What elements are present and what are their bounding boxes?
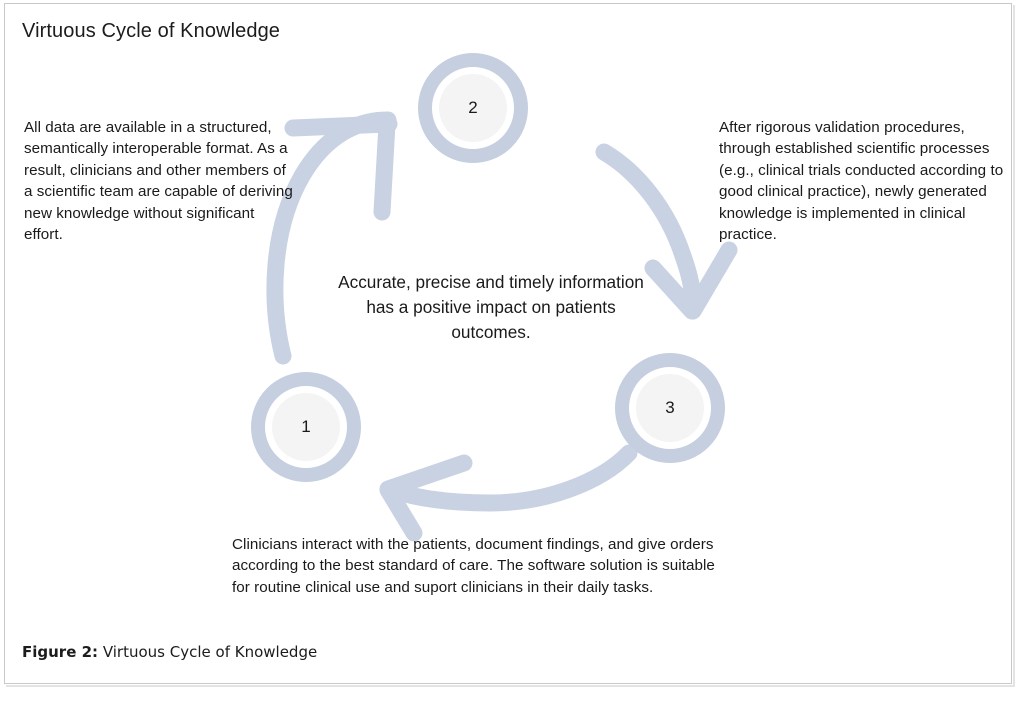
node-3-number: 3 xyxy=(665,398,675,417)
figure-caption: Figure 2: Virtuous Cycle of Knowledge xyxy=(22,642,317,662)
figure-caption-label: Figure 2: xyxy=(22,643,99,661)
description-right: After rigorous validation procedures, th… xyxy=(719,119,1004,244)
description-bottom: Clinicians interact with the patients, d… xyxy=(232,536,715,596)
diagram-title: Virtuous Cycle of Knowledge xyxy=(22,20,281,42)
description-left: All data are available in a structured, … xyxy=(24,119,293,244)
node-2-number: 2 xyxy=(468,98,478,117)
center-statement: Accurate, precise and timely information… xyxy=(338,272,644,342)
figure-caption-text: Virtuous Cycle of Knowledge xyxy=(102,643,318,661)
node-1-number: 1 xyxy=(301,417,311,436)
